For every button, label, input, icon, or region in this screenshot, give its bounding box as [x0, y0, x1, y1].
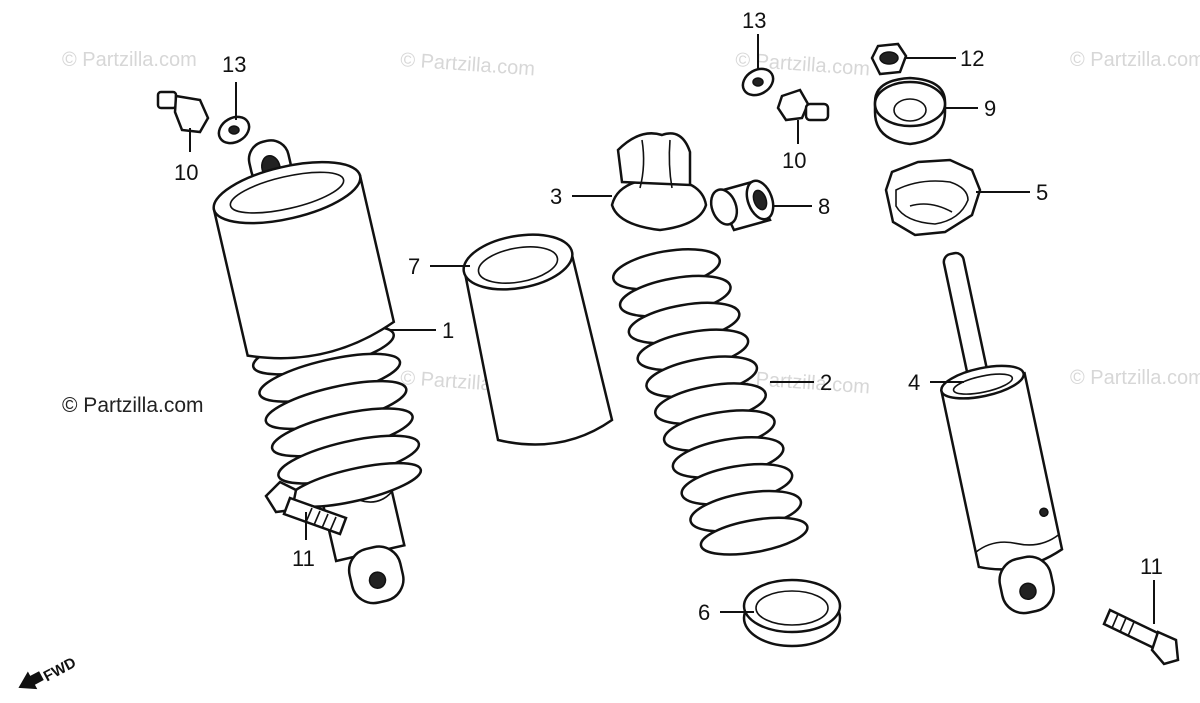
callout-11-left: 11: [292, 546, 315, 571]
callout-13-left: 13: [222, 52, 246, 77]
part-1-shock-absorber[interactable]: [202, 122, 455, 619]
callout-7: 7: [408, 254, 420, 279]
part-4-damper[interactable]: [914, 244, 1073, 621]
part-6-lower-seat[interactable]: [742, 578, 842, 648]
part-10-collar-right[interactable]: [776, 88, 830, 122]
part-9-rubber-bush[interactable]: [873, 76, 947, 146]
part-8-bushing[interactable]: [707, 177, 779, 232]
callout-9: 9: [984, 96, 996, 121]
callout-1: 1: [442, 318, 454, 343]
part-12-nut[interactable]: [870, 42, 908, 76]
leader-lines: [189, 34, 1155, 624]
part-10-collar-left[interactable]: [156, 90, 210, 134]
watermark-main: © Partzilla.com: [62, 394, 204, 417]
callout-3: 3: [550, 184, 562, 209]
part-3-spring-seat[interactable]: [610, 132, 708, 232]
watermark: © Partzilla.com: [1070, 367, 1200, 389]
watermark: © Partzilla.com: [62, 49, 197, 71]
callout-10-right: 10: [782, 148, 806, 173]
callout-4: 4: [908, 370, 920, 395]
watermark: © Partzilla.com: [1070, 49, 1200, 71]
part-11-bolt-right[interactable]: [1102, 608, 1180, 666]
part-2-spring[interactable]: [610, 235, 810, 568]
fwd-arrow-icon: FWD: [18, 654, 79, 690]
callout-13-right: 13: [742, 8, 766, 33]
fwd-label: FWD: [41, 654, 79, 685]
callout-11-right: 11: [1140, 554, 1163, 579]
part-13-washer-left[interactable]: [214, 112, 254, 149]
part-5-adjuster[interactable]: [884, 158, 982, 237]
part-11-bolt-left[interactable]: [264, 480, 348, 536]
part-13-washer-right[interactable]: [738, 64, 778, 101]
callout-2: 2: [820, 370, 832, 395]
callout-5: 5: [1036, 180, 1048, 205]
callout-12: 12: [960, 46, 984, 71]
callout-6: 6: [698, 600, 710, 625]
callout-8: 8: [818, 194, 830, 219]
part-7-spring-cover[interactable]: [459, 227, 614, 446]
callout-10-left: 10: [174, 160, 198, 185]
watermark: © Partzilla.com: [400, 49, 536, 80]
